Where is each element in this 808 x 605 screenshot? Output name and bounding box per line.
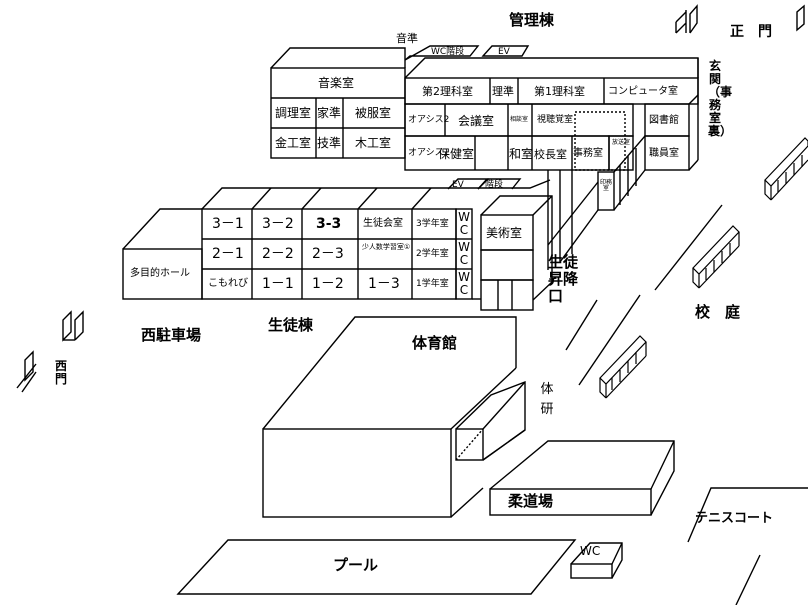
japanese-room: 和室	[509, 147, 534, 161]
music-room: 音楽室	[318, 76, 355, 90]
student-stairs-label: 階段	[485, 180, 504, 190]
class-3-1: 3－1	[212, 216, 244, 232]
small-group-room: 少人数学習室①	[361, 243, 411, 251]
wc-3f: WC	[458, 210, 470, 237]
komorebi-room: こもれび	[208, 278, 248, 289]
class-1-3: 1－3	[368, 276, 400, 292]
class-2-3: 2－3	[312, 246, 344, 262]
gym-storage-label: 体研	[540, 382, 554, 417]
gymnasium-label: 体育館	[412, 334, 458, 352]
science-prep: 理準	[492, 85, 514, 98]
west-gate-label: 西門	[54, 359, 67, 386]
oasis-2: オアシス2	[408, 115, 450, 125]
pool-label: プール	[333, 556, 379, 574]
wc-1f: WC	[458, 270, 470, 297]
student-council-room: 生徒会室	[363, 218, 403, 229]
nurse-room: 保健室	[438, 147, 475, 161]
admin-ev-label: EV	[498, 47, 510, 57]
grade1-room: 1学年室	[416, 279, 449, 289]
printing-room: 印務室	[599, 179, 612, 192]
home-ec-prep: 家準	[317, 106, 342, 120]
class-2-2: 2－2	[262, 246, 294, 262]
science-room-1: 第1理科室	[534, 85, 585, 98]
admin-office: 事務室	[573, 148, 603, 159]
student-building-label: 生徒棟	[268, 316, 314, 334]
music-prep-label: 音準	[396, 32, 418, 45]
wc-2f: WC	[458, 240, 470, 267]
pool-wc-label: WC	[580, 544, 601, 558]
grade3-room: 3学年室	[416, 219, 449, 229]
grade2-room: 2学年室	[416, 249, 449, 259]
school-yard-label: 校 庭	[695, 303, 741, 321]
av-room: 視聴覚室	[537, 115, 574, 125]
counseling-room: 相談室	[510, 116, 529, 123]
staff-room: 職員室	[649, 148, 679, 159]
principal-office: 校長室	[534, 148, 567, 161]
art-room: 美術室	[486, 226, 523, 240]
class-2-1: 2－1	[212, 246, 244, 262]
metalwork-room: 金工室	[275, 136, 312, 150]
computer-room: コンピュータ室	[608, 86, 678, 97]
class-1-2: 1－2	[312, 276, 344, 292]
main-gate-label: 正 門	[730, 24, 772, 40]
broadcast-room: 放送室	[611, 139, 630, 146]
class-3-3: 3-3	[316, 216, 342, 232]
class-3-2: 3－2	[262, 216, 294, 232]
library: 図書館	[649, 115, 679, 126]
student-entrance-label: 生徒昇降口	[548, 253, 579, 305]
oasis-1: オアシス1	[408, 148, 450, 158]
admin-building-label: 管理棟	[509, 11, 555, 29]
sewing-room: 被服室	[355, 106, 392, 120]
student-ev-label: EV	[452, 180, 464, 190]
class-1-1: 1－1	[262, 276, 294, 292]
cooking-room: 調理室	[275, 106, 312, 120]
entrance-label: 玄関（事務室裏）	[708, 59, 733, 138]
woodwork-room: 木工室	[355, 136, 392, 150]
wc-stairs-label: WC階段	[431, 47, 465, 57]
tennis-court-label: テニスコート	[695, 511, 774, 526]
tech-prep: 技準	[317, 136, 342, 150]
west-parking-label: 西駐車場	[141, 326, 202, 344]
judo-hall-label: 柔道場	[508, 492, 554, 510]
science-room-2: 第2理科室	[422, 85, 473, 98]
meeting-room: 会議室	[458, 114, 495, 128]
multipurpose-hall: 多目的ホール	[130, 268, 190, 279]
